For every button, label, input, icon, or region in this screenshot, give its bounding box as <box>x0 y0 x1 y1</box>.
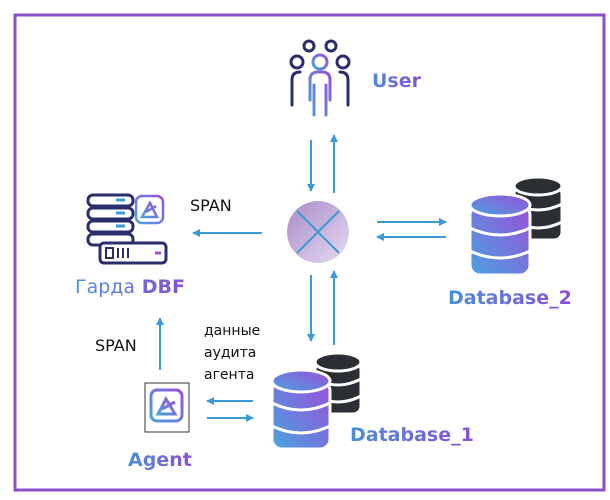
user-label: User <box>372 70 421 92</box>
user-group-icon <box>289 39 351 117</box>
agent-label: Agent <box>128 449 192 471</box>
audit-line: аудита <box>204 345 257 361</box>
garda-label-prefix: Гарда <box>75 276 136 298</box>
arrows <box>156 134 447 422</box>
database-2-icon[interactable] <box>468 175 564 277</box>
garda-dbf-label: Гарда DBF <box>75 276 185 298</box>
span-label-top: SPAN <box>190 196 232 215</box>
garda-label-suffix: DBF <box>141 276 185 298</box>
database-1-icon[interactable] <box>270 351 363 451</box>
audit-line: данные <box>204 323 261 339</box>
hub-router-icon <box>287 201 349 263</box>
audit-line: агента <box>204 367 255 383</box>
database-1-label: Database_1 <box>350 424 474 446</box>
server-icon <box>86 193 168 265</box>
audit-data-label: данные аудита агента <box>204 320 260 386</box>
database-2-label: Database_2 <box>448 287 572 309</box>
span-label-left: SPAN <box>95 336 137 355</box>
frame <box>13 13 606 492</box>
agent-icon[interactable] <box>144 382 190 433</box>
